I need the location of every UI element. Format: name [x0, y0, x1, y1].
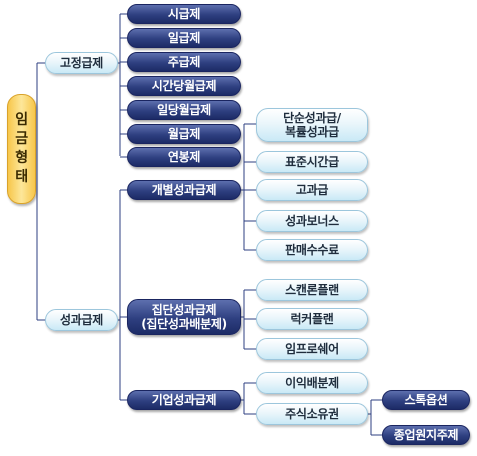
company-item-profit-sharing: 이익배분제: [256, 372, 368, 394]
fixed-item-monthly: 월급제: [127, 124, 241, 144]
group-collective-label: 집단성과급제 (집단성과배분제): [141, 302, 227, 331]
individual-item-commission: 판매수수료: [256, 239, 368, 261]
category-fixed-pay: 고정급제: [45, 52, 118, 74]
fixed-item-daily-monthly: 일당월급제: [127, 100, 241, 120]
company-item-stock-ownership: 주식소유권: [256, 403, 368, 425]
group-collective: 집단성과급제 (집단성과배분제): [127, 299, 241, 335]
group-company: 기업성과급제: [127, 390, 241, 410]
individual-item-piece-rate: 단순성과급/ 복률성과급: [256, 108, 368, 142]
fixed-item-annual: 연봉제: [127, 147, 241, 167]
fixed-item-hourly: 시급제: [127, 4, 241, 24]
stock-item-esop: 종업원지주제: [382, 425, 470, 445]
group-individual: 개별성과급제: [127, 180, 241, 200]
individual-item-standard-hour: 표준시간급: [256, 151, 368, 173]
individual-item-piece-rate-label: 단순성과급/ 복률성과급: [283, 110, 341, 139]
individual-item-bonus: 성과보너스: [256, 210, 368, 232]
category-performance-pay: 성과급제: [45, 309, 118, 331]
fixed-item-weekly: 주급제: [127, 52, 241, 72]
stock-item-stock-option: 스톡옵션: [382, 390, 470, 410]
group-item-rucker: 럭커플랜: [256, 308, 368, 330]
group-item-improshare: 임프로쉐어: [256, 338, 368, 360]
group-item-scanlon: 스캔론플랜: [256, 279, 368, 301]
individual-item-merit: 고과급: [256, 179, 368, 201]
fixed-item-hourly-monthly: 시간당월급제: [127, 76, 241, 96]
fixed-item-daily: 일급제: [127, 28, 241, 48]
